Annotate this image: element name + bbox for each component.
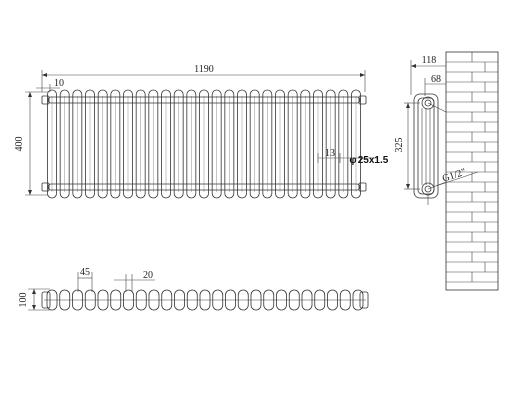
radiator-column <box>135 89 146 199</box>
radiator-column <box>123 89 133 199</box>
pipe-symbol: φ <box>349 155 356 166</box>
radiator-column <box>85 89 95 199</box>
column-loop <box>301 289 313 311</box>
end-cap <box>359 291 369 309</box>
radiator-column <box>59 89 70 199</box>
radiator-column <box>249 89 260 199</box>
radiator-column <box>211 89 222 199</box>
column-loop <box>84 289 96 311</box>
column-loop <box>59 289 71 311</box>
side-depth-label: 118 <box>422 55 437 66</box>
radiator-column <box>72 89 83 199</box>
column-loops <box>41 289 369 311</box>
radiator-column <box>47 89 57 199</box>
column-loop <box>327 289 338 311</box>
column-loop <box>225 289 236 311</box>
column-loop <box>148 289 160 311</box>
radiator-column <box>275 89 285 199</box>
column-loop <box>72 289 83 311</box>
height-dimension-label: 400 <box>14 137 25 152</box>
radiator-column <box>161 89 171 199</box>
radiator-column <box>325 89 336 199</box>
column-loop <box>288 289 300 311</box>
column-loop <box>174 289 185 311</box>
end-cap <box>41 291 51 309</box>
column-loop <box>199 289 211 311</box>
pipe-offset-label: 13 <box>325 148 335 159</box>
centres-dimension-label: 325 <box>394 138 405 153</box>
column-loop <box>263 289 275 311</box>
gap-dimension-label: 10 <box>54 78 64 89</box>
radiator-column <box>224 89 235 199</box>
radiator-column <box>287 89 298 199</box>
pitch-dimension-label: 45 <box>80 267 90 278</box>
column-loop <box>135 289 147 311</box>
pipe-size-label: 25x1.5 <box>358 155 389 166</box>
radiator-column <box>186 89 197 199</box>
column-loop <box>250 289 262 311</box>
radiator-column <box>148 89 159 199</box>
column-loop <box>314 289 326 311</box>
radiator-column <box>199 89 209 199</box>
column-loop <box>352 289 364 311</box>
column-loop <box>339 289 351 311</box>
column-loop <box>276 289 287 311</box>
column-loop <box>110 289 122 311</box>
column-loop <box>123 289 134 311</box>
radiator-column <box>351 89 361 199</box>
column-loop <box>97 289 109 311</box>
radiator-columns <box>47 89 361 199</box>
width-dimension-label: 1190 <box>194 64 214 75</box>
depth-dimension-label: 100 <box>18 293 29 308</box>
radiator-column <box>300 89 311 199</box>
column-loop <box>46 289 58 311</box>
spacing-dimension-label: 20 <box>143 270 153 281</box>
column-loop <box>161 289 173 311</box>
radiator-column <box>338 89 349 199</box>
side-view: 118 68 325 <box>394 51 499 291</box>
front-view: 1190 10 400 13 <box>14 64 389 199</box>
column-loop <box>212 289 224 311</box>
radiator-column <box>97 89 108 199</box>
radiator-column <box>313 89 323 199</box>
radiator-column <box>237 89 247 199</box>
column-loop <box>186 289 198 311</box>
wall-gap-label: 68 <box>431 74 441 85</box>
radiator-column <box>262 89 273 199</box>
plan-view: 45 20 100 <box>18 267 369 311</box>
brick-wall <box>445 51 499 291</box>
column-loop <box>237 289 249 311</box>
radiator-column <box>173 89 184 199</box>
radiator-column <box>110 89 121 199</box>
